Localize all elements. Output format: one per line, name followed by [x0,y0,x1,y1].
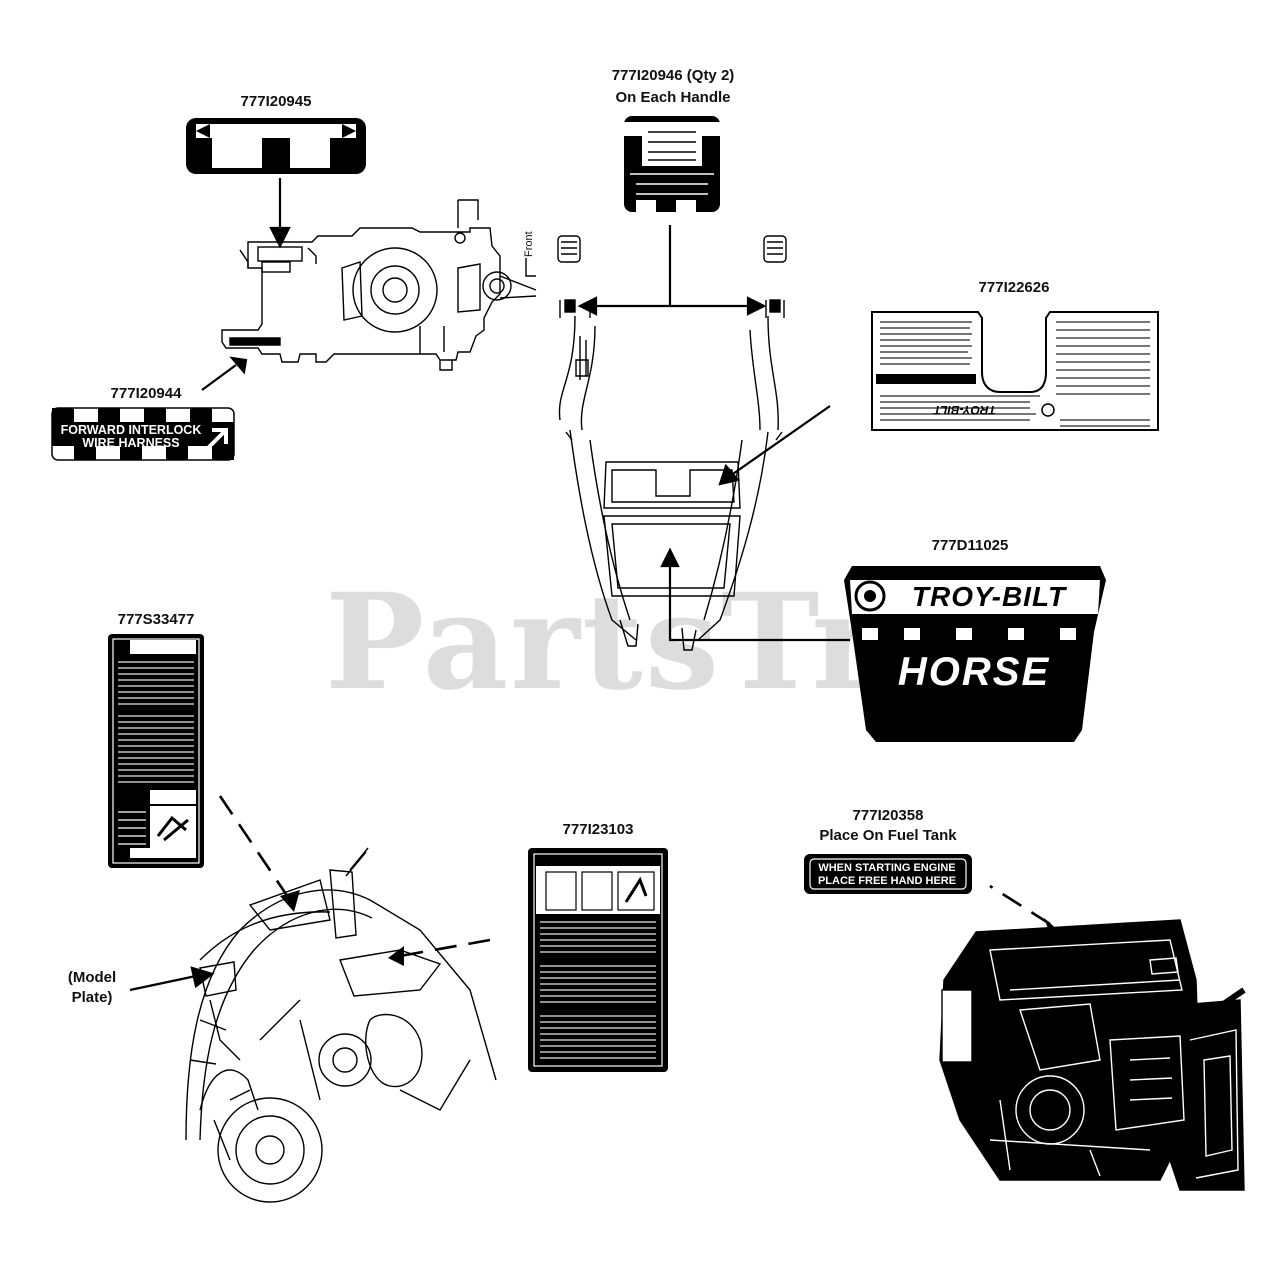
dashed-arrowheads [280,890,1058,966]
callout-777I20946-note: On Each Handle [615,89,731,106]
engine-highlights [941,939,1239,1179]
callout-777S33477[interactable]: 777S33477 [117,611,195,628]
callout-model-plate-line1[interactable]: (Model [67,969,117,986]
harness-decal-line2: WIRE HARNESS [82,436,180,450]
callout-777I23103[interactable]: 777I23103 [562,821,634,838]
svg-text:TROY-BILT: TROY-BILT [932,403,996,417]
callout-777I20945[interactable]: 777I20945 [240,93,312,110]
harness-decal-line1: FORWARD INTERLOCK [60,423,202,437]
callout-777D11025[interactable]: 777D11025 [931,537,1009,554]
callout-777I20946[interactable]: 777I20946 (Qty 2) [611,67,735,84]
fuel-decal-line1: WHEN STARTING ENGINE [818,862,956,874]
callout-model-plate-line2[interactable]: Plate) [71,989,113,1006]
decal-777S33477-graphic [108,634,204,868]
decal-777D11025-graphic [844,566,1106,742]
engine-drawing [939,919,1246,1191]
decal-777I20358-graphic [804,854,972,894]
troybilt-brand-logo: TROY-BILT [911,581,1067,612]
dashed-leaders [218,795,1051,958]
callout-777I20944[interactable]: 777I20944 [110,385,182,402]
decal-777I23103-graphic [528,848,668,1072]
callout-777I22626[interactable]: 777I22626 [978,279,1050,296]
callout-777I20358-note: Place On Fuel Tank [819,827,957,844]
leader-lines [201,178,850,642]
switch-assembly-drawing [221,199,537,371]
callout-777I20358[interactable]: 777I20358 [852,807,924,824]
model-plate-leader [129,966,215,992]
decal-777I20944-graphic [51,407,235,461]
horse-model-logo: HORSE [897,650,1051,694]
tiller-body-drawing [185,847,497,1203]
fuel-decal-line2: PLACE FREE HAND HERE [817,875,957,887]
handlebar-frame-drawing [557,235,787,651]
front-direction-label: Front [523,231,535,257]
decal-777I22626-graphic: TROY-BILT [871,311,1159,431]
decal-777I20946-graphic [624,116,720,212]
decal-777I20945-graphic [186,118,366,174]
